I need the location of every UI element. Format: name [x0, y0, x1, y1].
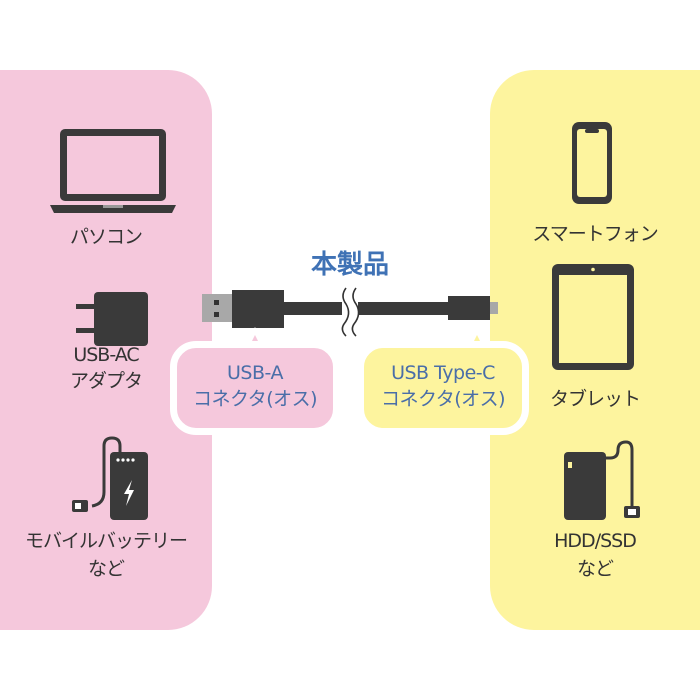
usb-c-title: USB Type-C: [391, 362, 495, 384]
usb-a-subtitle: コネクタ(オス): [192, 388, 318, 410]
usb-c-subtitle: コネクタ(オス): [380, 388, 506, 410]
label-tablet: タブレット: [549, 388, 641, 410]
usb-a-title: USB-A: [227, 362, 283, 384]
product-label: 本製品: [310, 250, 389, 280]
smartphone-icon: [572, 122, 612, 204]
tablet-icon: [552, 264, 634, 370]
label-hdd-line2: など: [576, 558, 614, 580]
label-pc: パソコン: [69, 226, 143, 248]
label-mobile-battery-line1: モバイルバッテリー: [24, 530, 188, 552]
hdd-icon: [564, 440, 640, 520]
usb-c-connector-callout: USB Type-C コネクタ(オス): [357, 341, 529, 435]
laptop-icon: [50, 129, 176, 213]
usb-cable-icon: [202, 287, 498, 337]
usb-a-connector-callout: USB-A コネクタ(オス): [170, 341, 340, 435]
label-usb-ac-line1: USB-AC: [73, 344, 139, 366]
ac-adapter-icon: [76, 292, 148, 346]
mobile-battery-icon: [72, 436, 148, 520]
label-smartphone: スマートフォン: [532, 223, 658, 245]
label-hdd-line1: HDD/SSD: [554, 530, 637, 552]
label-usb-ac-line2: アダプタ: [69, 370, 143, 392]
label-mobile-battery-line2: など: [87, 558, 125, 580]
